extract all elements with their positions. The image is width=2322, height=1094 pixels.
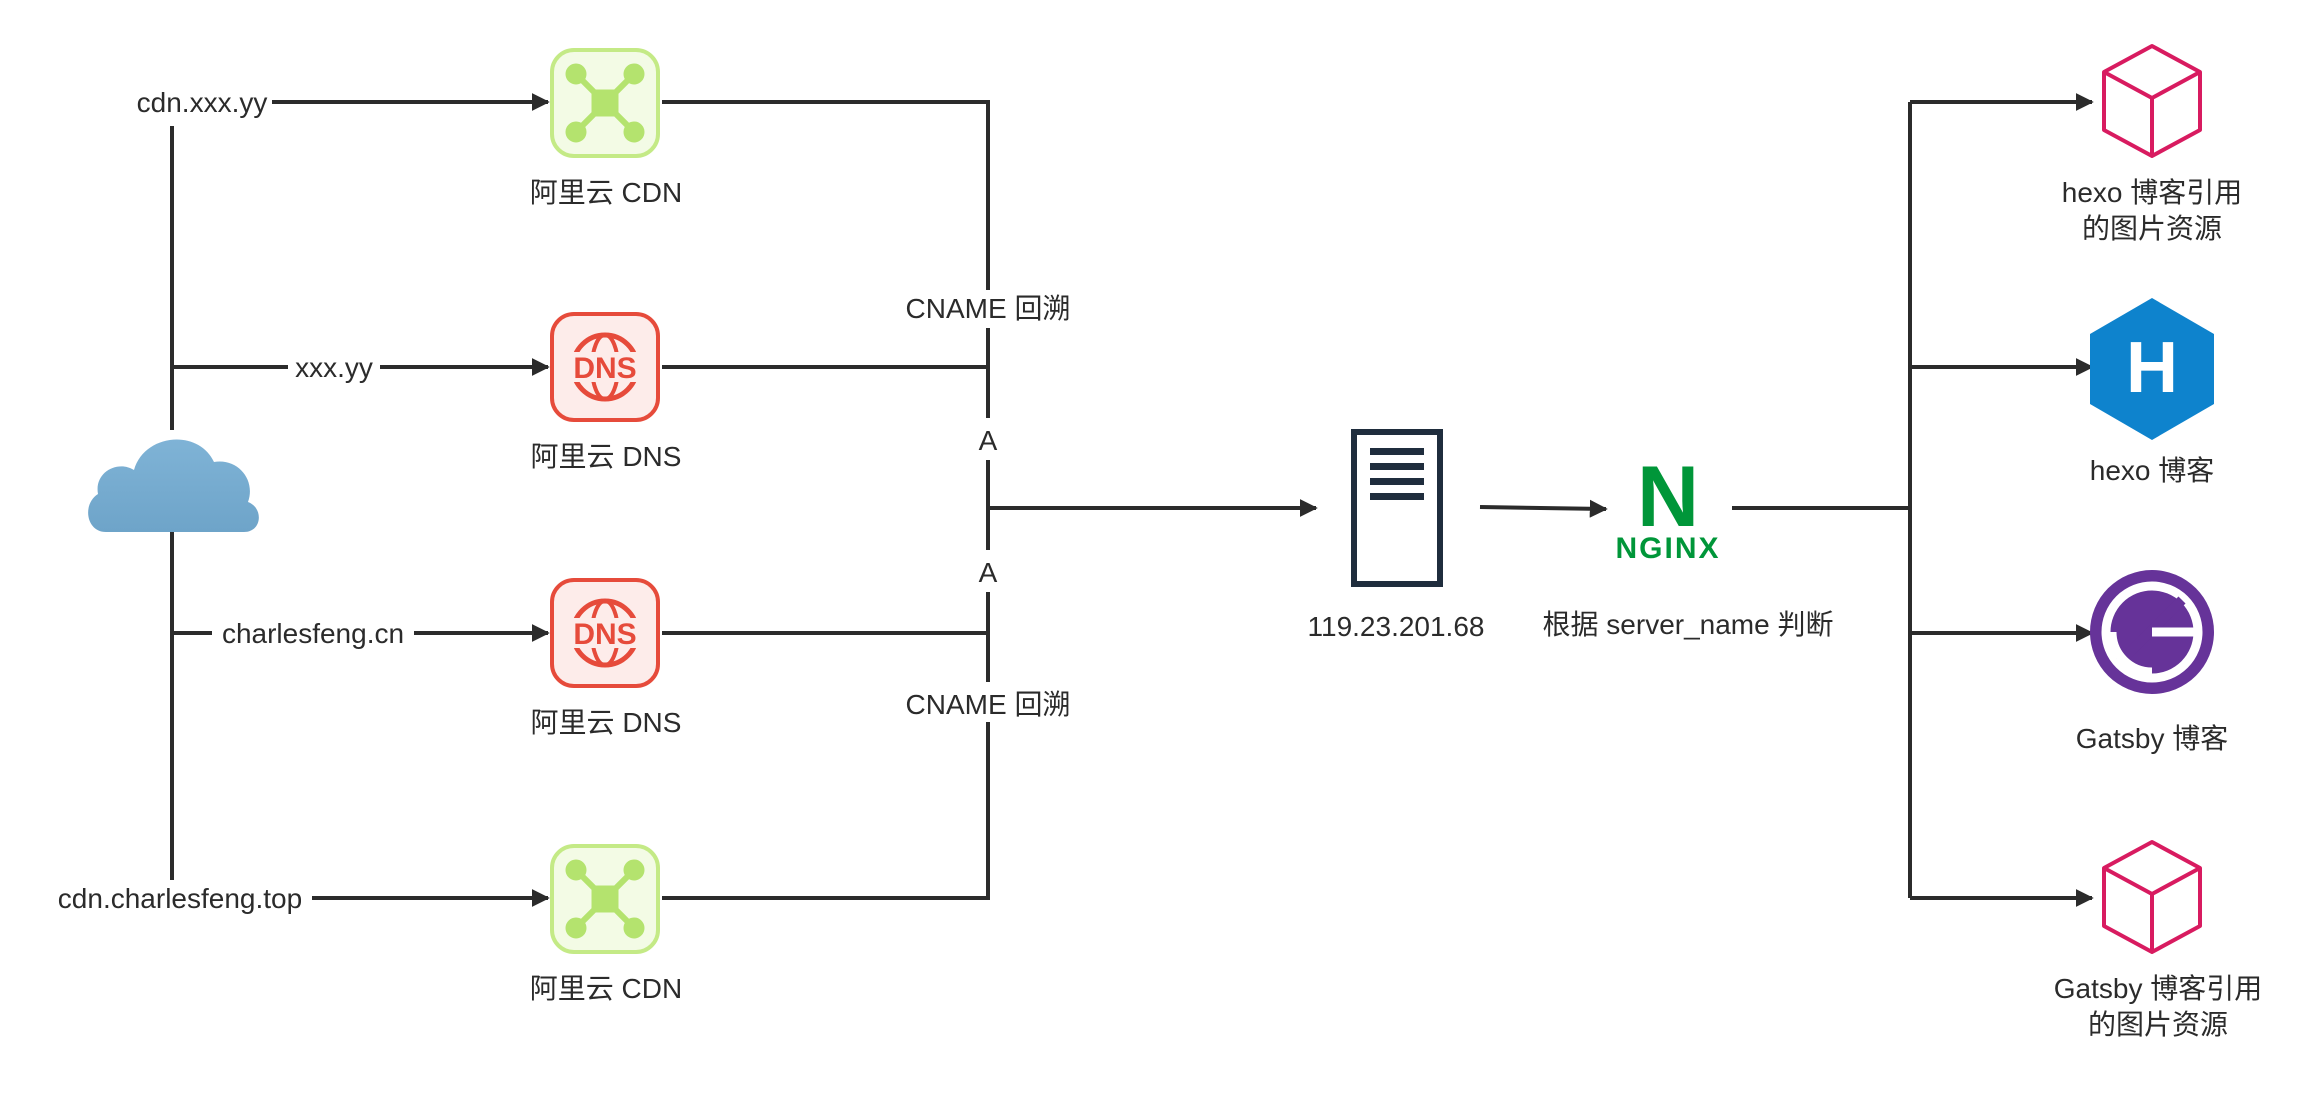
line-cdn-top-to-bus xyxy=(662,100,990,290)
service-label-dns-bottom: 阿里云 DNS xyxy=(531,707,682,738)
nginx-caption: 根据 server_name 判断 xyxy=(1543,609,1834,640)
domain-cdn-charlesfeng: cdn.charlesfeng.top xyxy=(58,883,302,914)
domain-charlesfeng-overlay: charlesfeng.cn xyxy=(222,618,404,649)
domain-xxx-overlay: xxx.yy xyxy=(295,352,373,383)
hexo-logo: H xyxy=(2090,298,2214,440)
server-ip: 119.23.201.68 xyxy=(1308,611,1485,642)
target-hexo-images-line2: 的图片资源 xyxy=(2082,213,2222,244)
target-gatsby-blog: Gatsby 博客 xyxy=(2076,723,2228,754)
connection-label-cname-top: CNAME 回溯 xyxy=(906,293,1071,324)
dns-icon: DNS xyxy=(550,312,660,422)
gatsby-logo xyxy=(2090,570,2214,694)
connection-label-a-bottom: A xyxy=(979,557,998,588)
cdn-icon xyxy=(550,844,660,954)
server-icon xyxy=(1351,429,1443,587)
target-hexo-blog: hexo 博客 xyxy=(2090,455,2215,486)
service-label-cdn-bottom: 阿里云 CDN xyxy=(530,973,682,1004)
cloud-icon xyxy=(88,439,259,532)
connection-label-a-top: A xyxy=(979,425,998,456)
cube-icon xyxy=(2102,840,2202,954)
domain-cdn-xxx: cdn.xxx.yy xyxy=(137,87,268,118)
target-gatsby-images-line2: 的图片资源 xyxy=(2088,1009,2228,1040)
dns-icon: DNS xyxy=(550,578,660,688)
cdn-icon xyxy=(550,48,660,158)
service-label-cdn-top: 阿里云 CDN xyxy=(530,177,682,208)
line-cdn-bottom-to-bus xyxy=(662,722,990,900)
nginx-wordmark: NGINX xyxy=(1615,532,1720,565)
connectors xyxy=(170,93,2094,907)
cube-icon xyxy=(2102,44,2202,158)
label-knockouts: xxx.yy charlesfeng.cn xyxy=(212,350,414,650)
dns-badge-text: DNS xyxy=(573,618,636,651)
hexo-letter: H xyxy=(2126,328,2178,408)
service-label-dns-top: 阿里云 DNS xyxy=(531,441,682,472)
target-hexo-images-line1: hexo 博客引用 xyxy=(2062,177,2243,208)
dns-badge-text: DNS xyxy=(573,352,636,385)
nginx-letter: N xyxy=(1637,449,1699,545)
nginx-logo: N NGINX xyxy=(1615,449,1720,565)
arrow-server-to-nginx xyxy=(1479,499,1608,518)
connection-label-cname-bottom: CNAME 回溯 xyxy=(906,689,1071,720)
target-gatsby-images-line1: Gatsby 博客引用 xyxy=(2054,973,2262,1004)
